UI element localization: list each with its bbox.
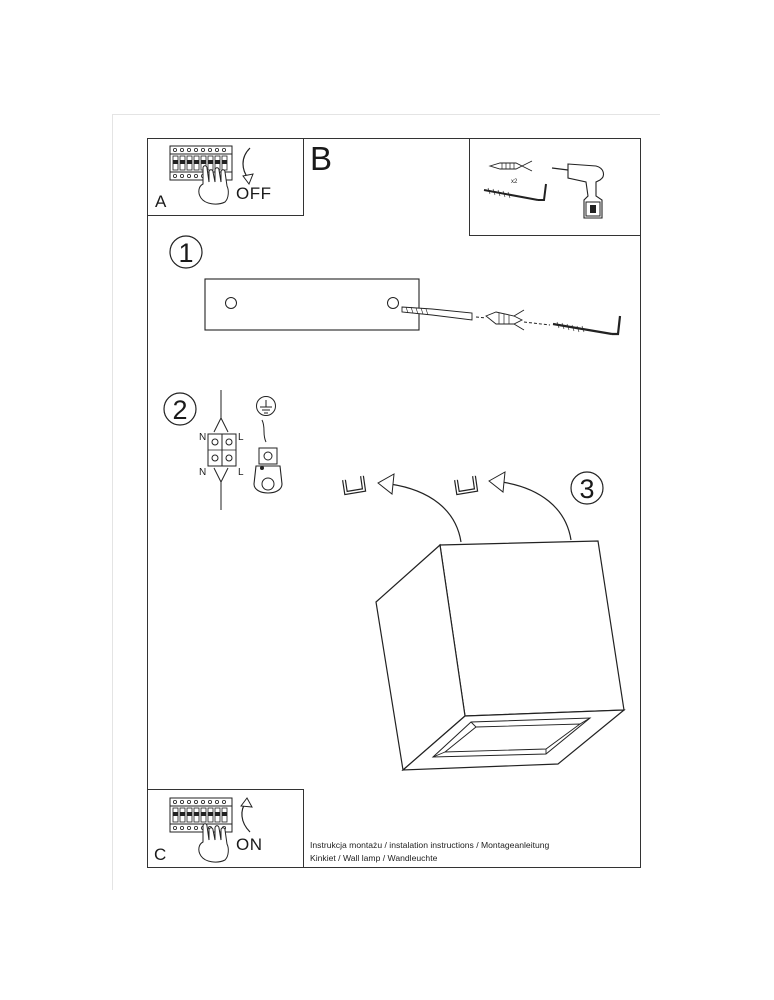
drill-icon [551,163,605,219]
hook-screw-icon [483,183,547,201]
section-a-label: A [155,192,167,211]
page-edge [112,114,113,890]
ground-symbol-icon [256,396,276,443]
switch-off-label: OFF [236,184,272,203]
step-1-number: 1 [178,238,193,268]
curved-arrow-icon [240,797,253,833]
step-3-badge [570,471,604,505]
curved-arrow-icon [242,147,254,186]
mounting-screw-assembly [401,306,487,321]
circuit-breaker-icon [169,797,233,833]
section-c-label: C [154,845,167,864]
ground-terminal-icon [253,447,283,494]
step-1-badge [169,235,203,269]
wall-plug-icon [485,309,551,331]
wall-hook-right [454,475,479,496]
caption-line-2: Kinkiet / Wall lamp / Wandleuchte [310,853,438,863]
step-2-badge [163,392,197,426]
dowel-quantity: x2 [511,179,518,185]
caption-line-1: Instrukcja montażu / instalation instruc… [310,840,550,850]
lamp-cube-icon [375,540,626,772]
hook-screw-icon [552,315,622,336]
wire-label-live-bottom: L [238,467,244,478]
page-edge [112,114,660,115]
step-2-number: 2 [172,395,187,425]
mounting-plate [204,278,420,331]
tools-panel [469,138,641,236]
instruction-frame [147,138,641,868]
wall-plug-icon [488,160,533,172]
curved-arrow-icon [377,473,462,543]
terminal-block-icon [207,390,237,510]
curved-arrow-icon [488,471,572,541]
section-b-label: B [310,140,333,177]
wire-label-neutral-bottom: N [199,467,206,478]
wall-hook-left [342,475,367,496]
step-3-number: 3 [579,474,594,504]
wire-label-neutral-top: N [199,432,206,443]
wire-label-live-top: L [238,432,244,443]
switch-on-label: ON [236,835,263,854]
